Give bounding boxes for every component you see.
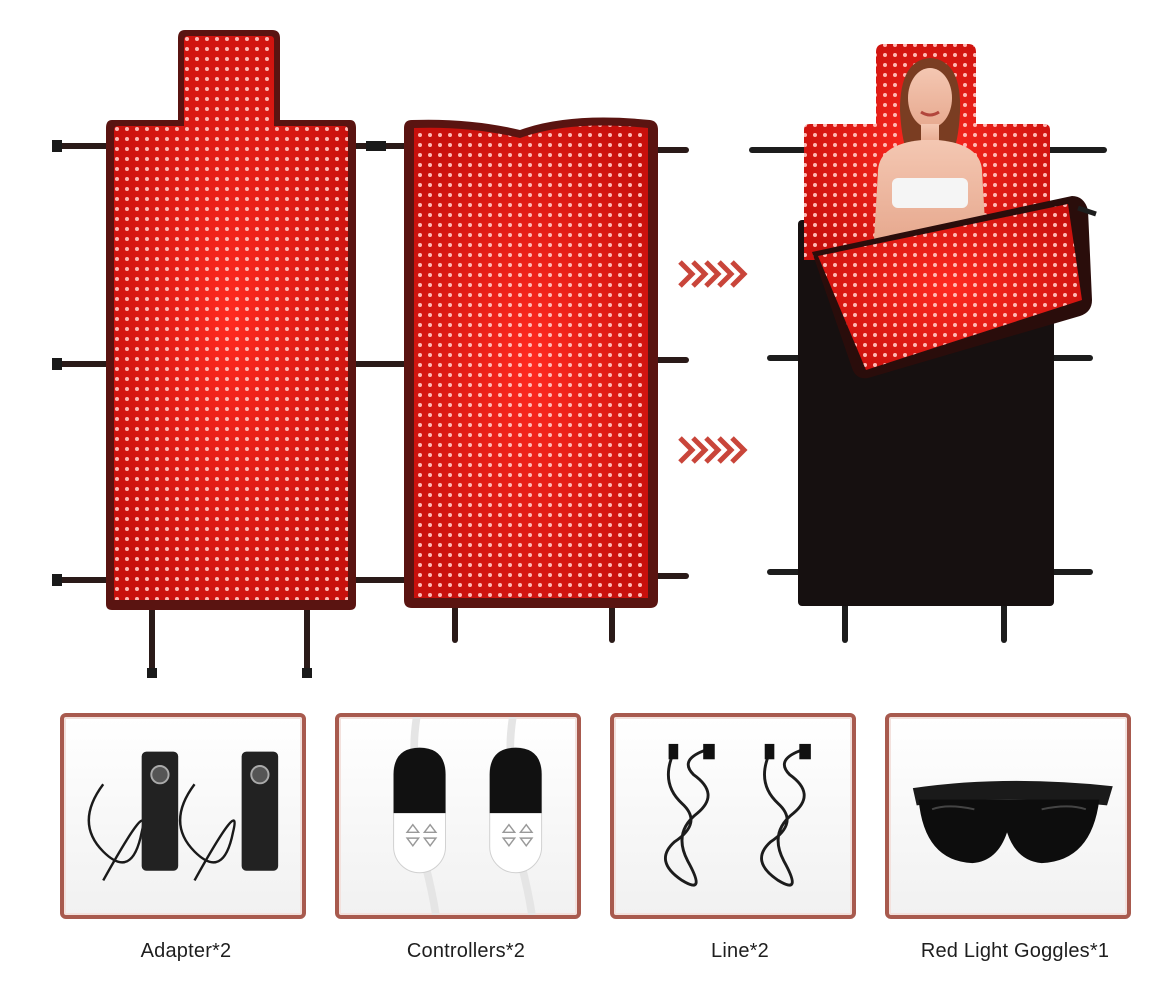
arrow-right-icon: [678, 260, 748, 288]
controllers-card: [335, 713, 581, 919]
woman-figure: [874, 58, 986, 240]
blanket-top-half: [52, 30, 409, 678]
adapter-card: [60, 713, 306, 919]
arrow-right-icon: [678, 436, 748, 464]
line-card: [610, 713, 856, 919]
goggles-label: Red Light Goggles*1: [920, 940, 1110, 962]
remote-controller-icon: [393, 717, 543, 915]
controllers-label: Controllers*2: [406, 940, 526, 962]
blanket-in-use: [749, 44, 1107, 643]
red-light-blanket-illustration: [52, 30, 1107, 678]
line-label: Line*2: [711, 940, 769, 962]
power-cord-icon: [664, 743, 811, 887]
goggles-icon: [912, 780, 1113, 864]
goggles-card: [885, 713, 1131, 919]
power-adapter-icon: [87, 751, 279, 881]
adapter-label: Adapter*2: [140, 940, 232, 962]
blanket-bottom-half: [404, 117, 689, 643]
